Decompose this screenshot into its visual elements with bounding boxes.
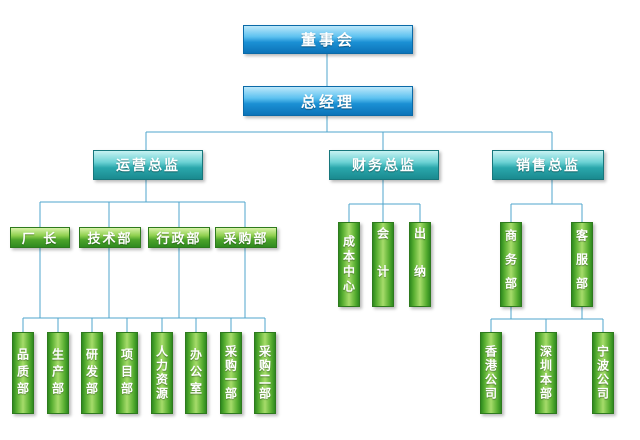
board-node: 董事会 (243, 25, 413, 54)
quality-dept-node: 品质部 (12, 332, 34, 414)
production-dept-node: 生产部 (47, 332, 69, 414)
operations-director-node: 运营总监 (93, 150, 203, 180)
cost-center-node: 成本中心 (338, 222, 360, 307)
rnd-dept-node: 研发部 (81, 332, 103, 414)
purchase-dept-node: 采购部 (215, 227, 277, 248)
customer-service-dept-node: 客服部 (571, 222, 593, 307)
hr-dept-node: 人力资源 (151, 332, 173, 414)
admin-dept-node: 行政部 (148, 227, 210, 248)
accounting-node: 会计 (372, 222, 394, 307)
factory-director-node: 厂 长 (10, 227, 70, 248)
general-manager-node: 总经理 (243, 86, 413, 116)
sales-director-node: 销售总监 (492, 150, 604, 180)
hongkong-company-node: 香港公司 (480, 332, 502, 414)
office-node: 办公室 (185, 332, 207, 414)
business-dept-node: 商务部 (500, 222, 522, 307)
shenzhen-hq-node: 深圳本部 (535, 332, 557, 414)
project-dept-node: 项目部 (116, 332, 138, 414)
ningbo-company-node: 宁波公司 (592, 332, 614, 414)
cashier-node: 出纳 (409, 222, 431, 307)
purchase-one-dept-node: 采购一部 (220, 332, 242, 414)
finance-director-node: 财务总监 (329, 150, 439, 180)
tech-dept-node: 技术部 (79, 227, 141, 248)
purchase-two-dept-node: 采购二部 (254, 332, 276, 414)
